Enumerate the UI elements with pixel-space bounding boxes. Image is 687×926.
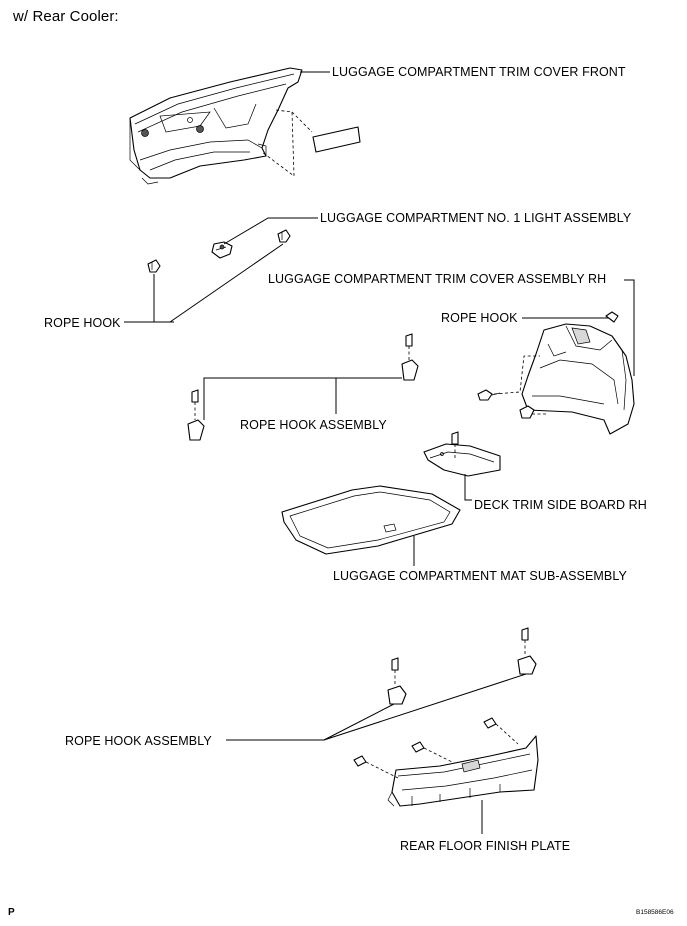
deck-trim-side-board-part [423,431,501,477]
label-rope-hook-right: ROPE HOOK [441,311,518,325]
label-trim-cover-front: LUGGAGE COMPARTMENT TRIM COVER FRONT [332,65,626,79]
rope-hook-right-part [605,311,619,323]
page-letter: P [8,907,15,918]
light-assembly-part [211,241,233,259]
rope-hook-assembly-lower-right [517,627,537,675]
rope-hook-assembly-lower-left [387,657,407,705]
label-trim-cover-rh: LUGGAGE COMPARTMENT TRIM COVER ASSEMBLY … [268,272,607,286]
label-deck-trim-side-board: DECK TRIM SIDE BOARD RH [474,498,647,512]
trim-cover-rh-clips [477,389,535,419]
rope-hook-assembly-upper-right [401,333,419,381]
rope-hook-left-part [147,259,161,273]
label-light-assembly: LUGGAGE COMPARTMENT NO. 1 LIGHT ASSEMBLY [320,211,632,225]
figure-code: B158586E06 [636,909,674,916]
diagram-caption: w/ Rear Cooler: [13,8,119,25]
label-rope-hook-assembly-upper: ROPE HOOK ASSEMBLY [240,418,387,432]
rope-hook-assembly-upper-left [187,389,205,441]
label-rear-floor-finish-plate: REAR FLOOR FINISH PLATE [400,839,571,853]
trim-cover-rh-part [521,323,635,435]
trim-cover-front-part [129,67,303,185]
label-rope-hook-left: ROPE HOOK [44,316,121,330]
label-rope-hook-assembly-lower: ROPE HOOK ASSEMBLY [65,734,212,748]
rear-floor-finish-plate-part [387,735,539,807]
label-mat-sub-assembly: LUGGAGE COMPARTMENT MAT SUB-ASSEMBLY [333,569,627,583]
rope-hook-center-part [277,229,291,243]
trim-cover-front-pad [312,126,361,153]
luggage-mat-part [281,485,461,555]
